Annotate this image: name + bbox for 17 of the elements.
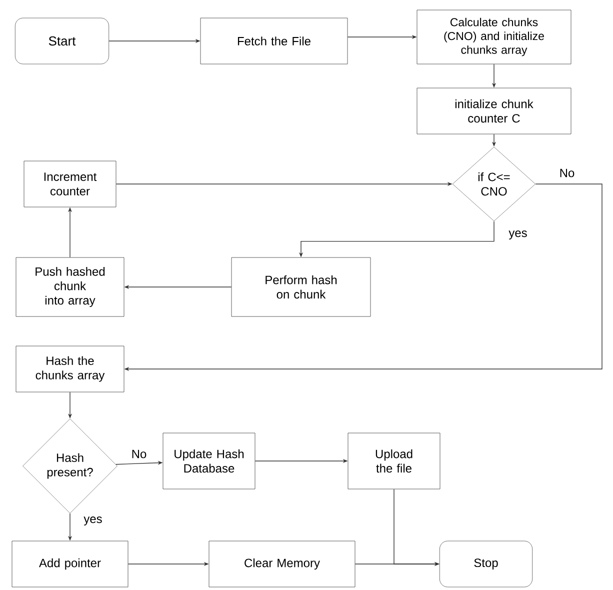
process-box: Perform hash on chunk: [231, 257, 371, 317]
edge-label: No: [558, 168, 576, 178]
edge-label: yes: [82, 516, 104, 526]
process-box: Update Hash Database: [162, 432, 256, 490]
process-box: Hash the chunks array: [16, 346, 124, 392]
terminal-box: Stop: [439, 540, 533, 588]
terminal-box: Start: [14, 18, 110, 64]
process-box: initialize chunk counter C: [416, 88, 572, 134]
edge-label: No: [130, 448, 148, 460]
process-box: Push hashed chunk into array: [16, 257, 124, 317]
process-box: Increment counter: [24, 160, 116, 208]
process-box: Upload the file: [348, 432, 440, 490]
process-box: Fetch the File: [200, 18, 348, 64]
process-box: Add pointer: [12, 540, 128, 588]
process-box: Clear Memory: [208, 540, 356, 588]
edge-label: yes: [508, 230, 528, 240]
process-box: Calculate chunks (CNO) and initialize chunks array: [416, 10, 572, 64]
